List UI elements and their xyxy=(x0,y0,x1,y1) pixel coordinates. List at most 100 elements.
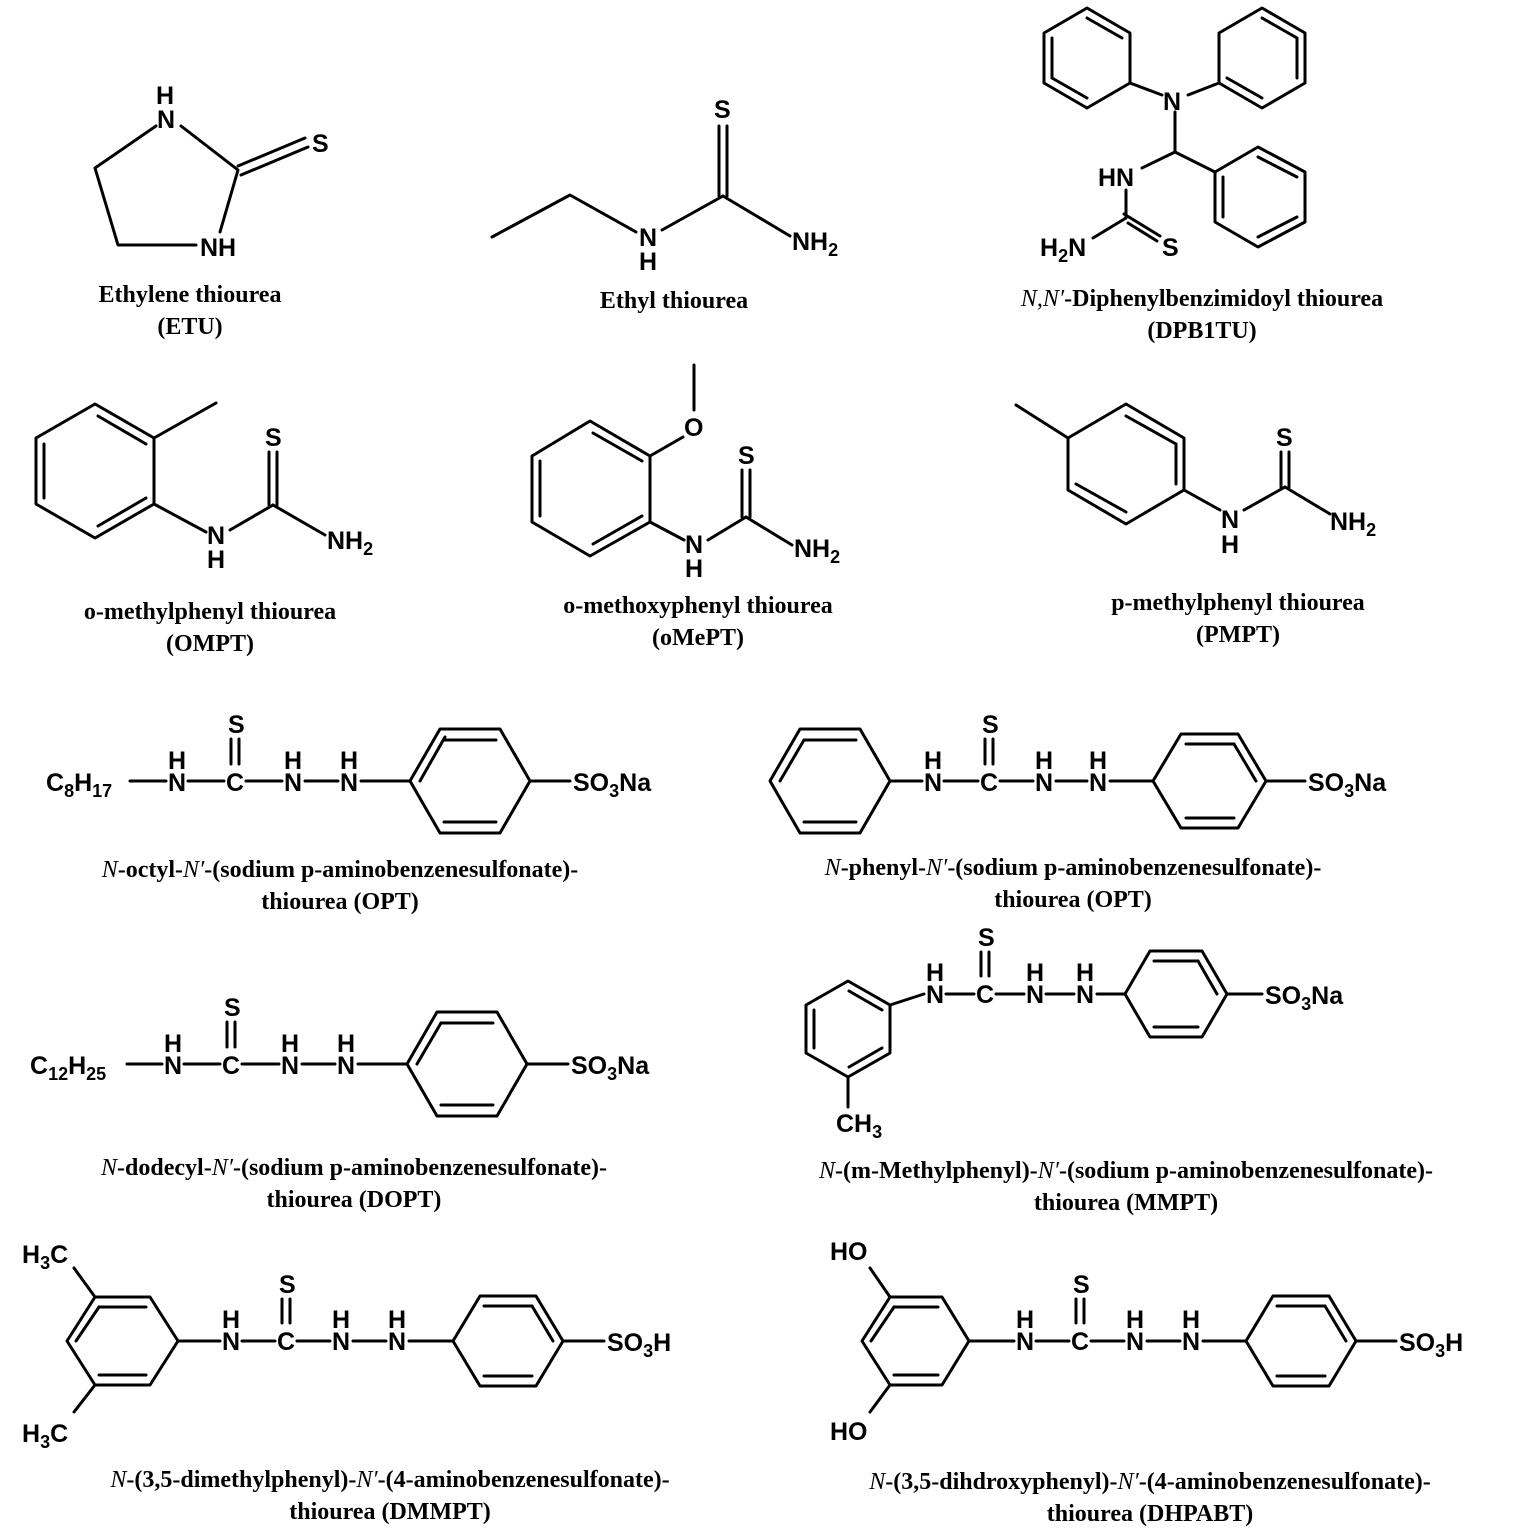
structure-dpb1tu: N HN S H2N xyxy=(1040,6,1307,266)
structure-dodecyl-dopt: C12H25 H N C S H N H N SO3Na xyxy=(30,994,650,1118)
atom-nh2: NH2 xyxy=(794,535,840,567)
structure-etu: H N S NH xyxy=(93,82,329,262)
atom-c: C xyxy=(976,981,994,1009)
atom-c: C xyxy=(277,1328,295,1356)
atom-h: H xyxy=(1016,1306,1034,1334)
atom-h: H xyxy=(156,82,174,110)
compound-name: o-methoxyphenyl thiourea xyxy=(563,593,833,619)
atom-n: N xyxy=(168,769,186,797)
atom-n: N xyxy=(1076,981,1094,1009)
atom-h: H xyxy=(164,1030,182,1058)
atom-c: C xyxy=(222,1052,240,1080)
atom-so3na: SO3Na xyxy=(1308,769,1387,801)
atom-n: N xyxy=(284,769,302,797)
caption-omept: o-methoxyphenyl thiourea (oMePT) xyxy=(508,590,888,654)
atom-s: S xyxy=(714,96,731,124)
atom-n: N xyxy=(222,1328,240,1356)
atom-n: N xyxy=(340,769,358,797)
compound-name-line2: thiourea (OPT) xyxy=(994,887,1152,913)
compound-name-line2: thiourea (DMMPT) xyxy=(289,1499,491,1525)
atom-n: N xyxy=(1163,88,1181,116)
compound-abbr: (oMePT) xyxy=(652,625,744,651)
atom-s: S xyxy=(265,424,282,452)
compound-name: Ethyl thiourea xyxy=(599,288,749,314)
atom-n: N xyxy=(1126,1328,1144,1356)
caption-ompt: o-methylphenyl thiourea (OMPT) xyxy=(20,596,400,660)
atom-h: H xyxy=(1126,1306,1144,1334)
atom-ho: HO xyxy=(830,1418,868,1446)
compound-name: p-methylphenyl thiourea xyxy=(1111,590,1365,616)
atom-h: H xyxy=(1089,747,1107,775)
compound-name: N-(3,5-dimethylphenyl)-N′-(4-aminobenzen… xyxy=(110,1467,670,1493)
compound-name-line2: thiourea (DOPT) xyxy=(266,1187,442,1213)
atom-h: H xyxy=(1182,1306,1200,1334)
atom-h: H xyxy=(924,747,942,775)
atom-so3h: SO3H xyxy=(1399,1329,1463,1361)
atom-h3c: H3C xyxy=(22,1241,68,1273)
atom-s: S xyxy=(279,1271,296,1299)
atom-c8h17: C8H17 xyxy=(46,769,112,801)
atom-n: N xyxy=(157,106,175,134)
compound-name: N-(m-Methylphenyl)-N′-(sodium p-aminoben… xyxy=(819,1158,1433,1184)
atom-n: N xyxy=(332,1328,350,1356)
caption-dodecyl-dopt: N-dodecyl-N′-(sodium p-aminobenzenesulfo… xyxy=(14,1152,694,1216)
compound-abbr: (ETU) xyxy=(157,314,223,340)
structure-phenyl-opt: H N C S H N H N SO3Na xyxy=(768,711,1387,835)
compound-name: N-octyl-N′-(sodium p-aminobenzenesulfona… xyxy=(101,857,579,883)
atom-ho: HO xyxy=(830,1238,868,1266)
atom-h: H xyxy=(1076,959,1094,987)
atom-s: S xyxy=(312,130,329,158)
structure-omept: O S N H NH2 xyxy=(530,363,840,583)
structure-octyl-opt: C8H17 H N C S H N H N SO3Na xyxy=(46,711,652,835)
atom-n: N xyxy=(388,1328,406,1356)
caption-ethyl-thiourea: Ethyl thiourea xyxy=(524,285,824,317)
atom-h: H xyxy=(332,1306,350,1334)
atom-ch3: CH3 xyxy=(836,1110,882,1142)
atom-so3h: SO3H xyxy=(607,1329,671,1361)
atom-h: H xyxy=(337,1030,355,1058)
atom-h: H xyxy=(207,546,225,574)
atom-n: N xyxy=(639,224,657,252)
atom-s: S xyxy=(1162,234,1179,262)
compound-name: Ethylene thiourea xyxy=(98,282,282,308)
structure-ompt: S N H NH2 xyxy=(34,401,373,574)
atom-so3na: SO3Na xyxy=(573,769,652,801)
atom-c: C xyxy=(980,769,998,797)
atom-nh2: NH2 xyxy=(792,228,838,260)
caption-pmpt: p-methylphenyl thiourea (PMPT) xyxy=(1048,587,1428,651)
atom-n: N xyxy=(924,769,942,797)
atom-h: H xyxy=(222,1306,240,1334)
structure-mmpt: CH3 H N C S H N H N SO3Na xyxy=(804,924,1344,1142)
atom-h: H xyxy=(926,959,944,987)
compound-abbr: (OMPT) xyxy=(166,631,254,657)
atom-n: N xyxy=(1026,981,1044,1009)
atom-nh2: NH2 xyxy=(327,527,373,559)
atom-s: S xyxy=(738,442,755,470)
atom-h: H xyxy=(1221,531,1239,559)
atom-c: C xyxy=(1071,1328,1089,1356)
caption-dpb1tu: N,N′-Diphenylbenzimidoyl thiourea (DPB1T… xyxy=(952,283,1452,347)
atom-nh2: NH2 xyxy=(1330,508,1376,540)
compound-name-line2: thiourea (DHPABT) xyxy=(1046,1501,1254,1527)
atom-n: N xyxy=(207,522,225,550)
atom-h: H xyxy=(168,747,186,775)
compound-name-line2: thiourea (OPT) xyxy=(261,889,419,915)
atom-n: N xyxy=(926,981,944,1009)
compound-name: N-dodecyl-N′-(sodium p-aminobenzenesulfo… xyxy=(101,1155,607,1181)
compound-name: N,N′-Diphenylbenzimidoyl thiourea xyxy=(1020,286,1384,312)
structure-dhpabt: HO HO H N C S H N H N SO3H xyxy=(830,1238,1463,1446)
caption-dmmpt: N-(3,5-dimethylphenyl)-N′-(4-aminobenzen… xyxy=(20,1464,760,1528)
atom-c12h25: C12H25 xyxy=(30,1052,106,1084)
atom-s: S xyxy=(1073,1271,1090,1299)
atom-h: H xyxy=(340,747,358,775)
compound-name: N-(3,5-dihdroxyphenyl)-N′-(4-aminobenzen… xyxy=(869,1469,1431,1495)
atom-so3na: SO3Na xyxy=(1265,982,1344,1014)
atom-h3c: H3C xyxy=(22,1420,68,1452)
atom-hn: HN xyxy=(1098,164,1134,192)
atom-h: H xyxy=(281,1030,299,1058)
compound-name-line2: thiourea (MMPT) xyxy=(1033,1190,1219,1216)
atom-s: S xyxy=(978,924,995,952)
atom-n: N xyxy=(1089,769,1107,797)
atom-s: S xyxy=(224,994,241,1022)
atom-so3na: SO3Na xyxy=(571,1052,650,1084)
